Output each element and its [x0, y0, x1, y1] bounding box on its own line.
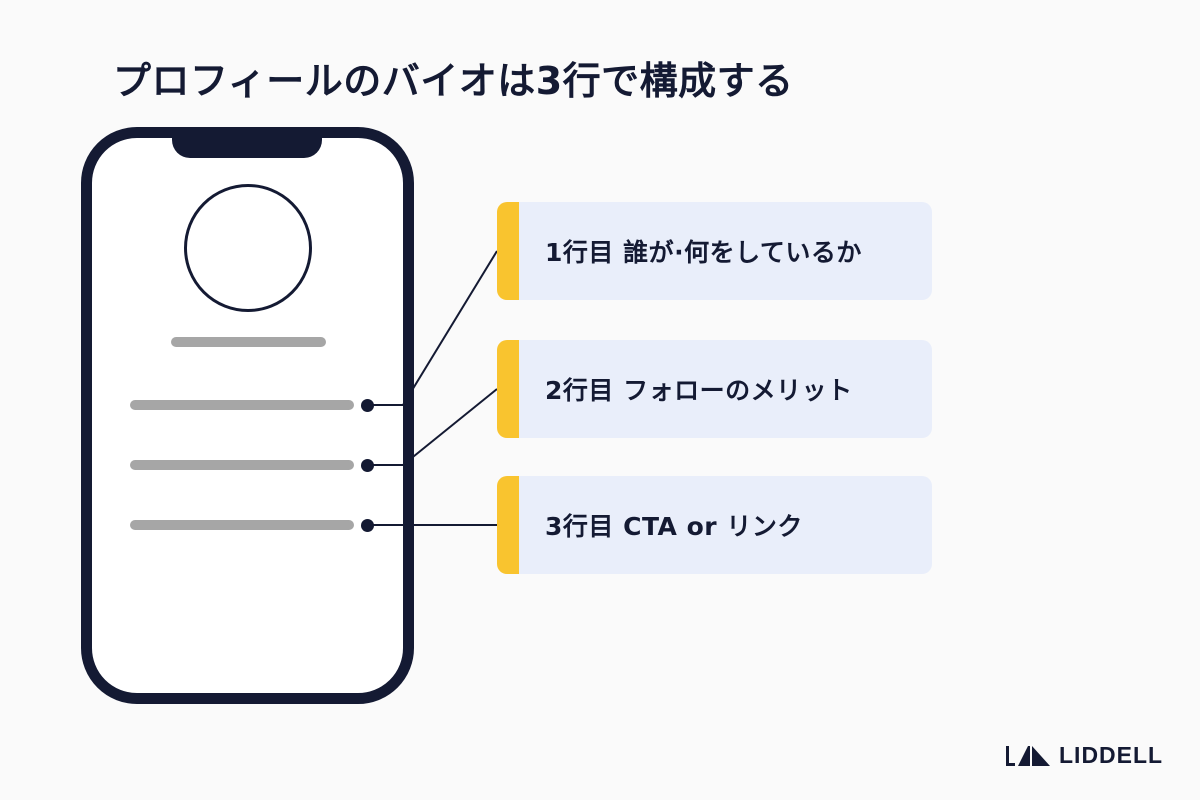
- profile-name-placeholder: [171, 337, 326, 347]
- bio-line-1-label: 1行目 誰が·何をしているか: [545, 238, 862, 267]
- logo-text: LIDDELL: [1059, 742, 1164, 768]
- bio-line-3-label: 3行目 CTA or リンク: [545, 512, 803, 541]
- connector-line-1-diagonal: [402, 250, 498, 406]
- connector-line-2-diagonal: [402, 388, 498, 466]
- bio-line-3-dot: [361, 519, 374, 532]
- bio-line-1-card: 1行目 誰が·何をしているか: [497, 202, 932, 300]
- bio-line-2-placeholder: [130, 460, 354, 470]
- profile-avatar-placeholder: [184, 184, 312, 312]
- bio-line-2-card: 2行目 フォローのメリット: [497, 340, 932, 438]
- bio-line-1-dot: [361, 399, 374, 412]
- bio-line-2-dot: [361, 459, 374, 472]
- phone-notch: [172, 127, 322, 158]
- bio-line-2-label: 2行目 フォローのメリット: [545, 376, 853, 405]
- bio-line-1-placeholder: [130, 400, 354, 410]
- liddell-logo-mark-icon: [1006, 745, 1050, 766]
- bio-line-3-card: 3行目 CTA or リンク: [497, 476, 932, 574]
- page-title: プロフィールのバイオは3行で構成する: [113, 59, 794, 103]
- bio-line-3-placeholder: [130, 520, 354, 530]
- liddell-logo: LIDDELL: [1005, 742, 1163, 769]
